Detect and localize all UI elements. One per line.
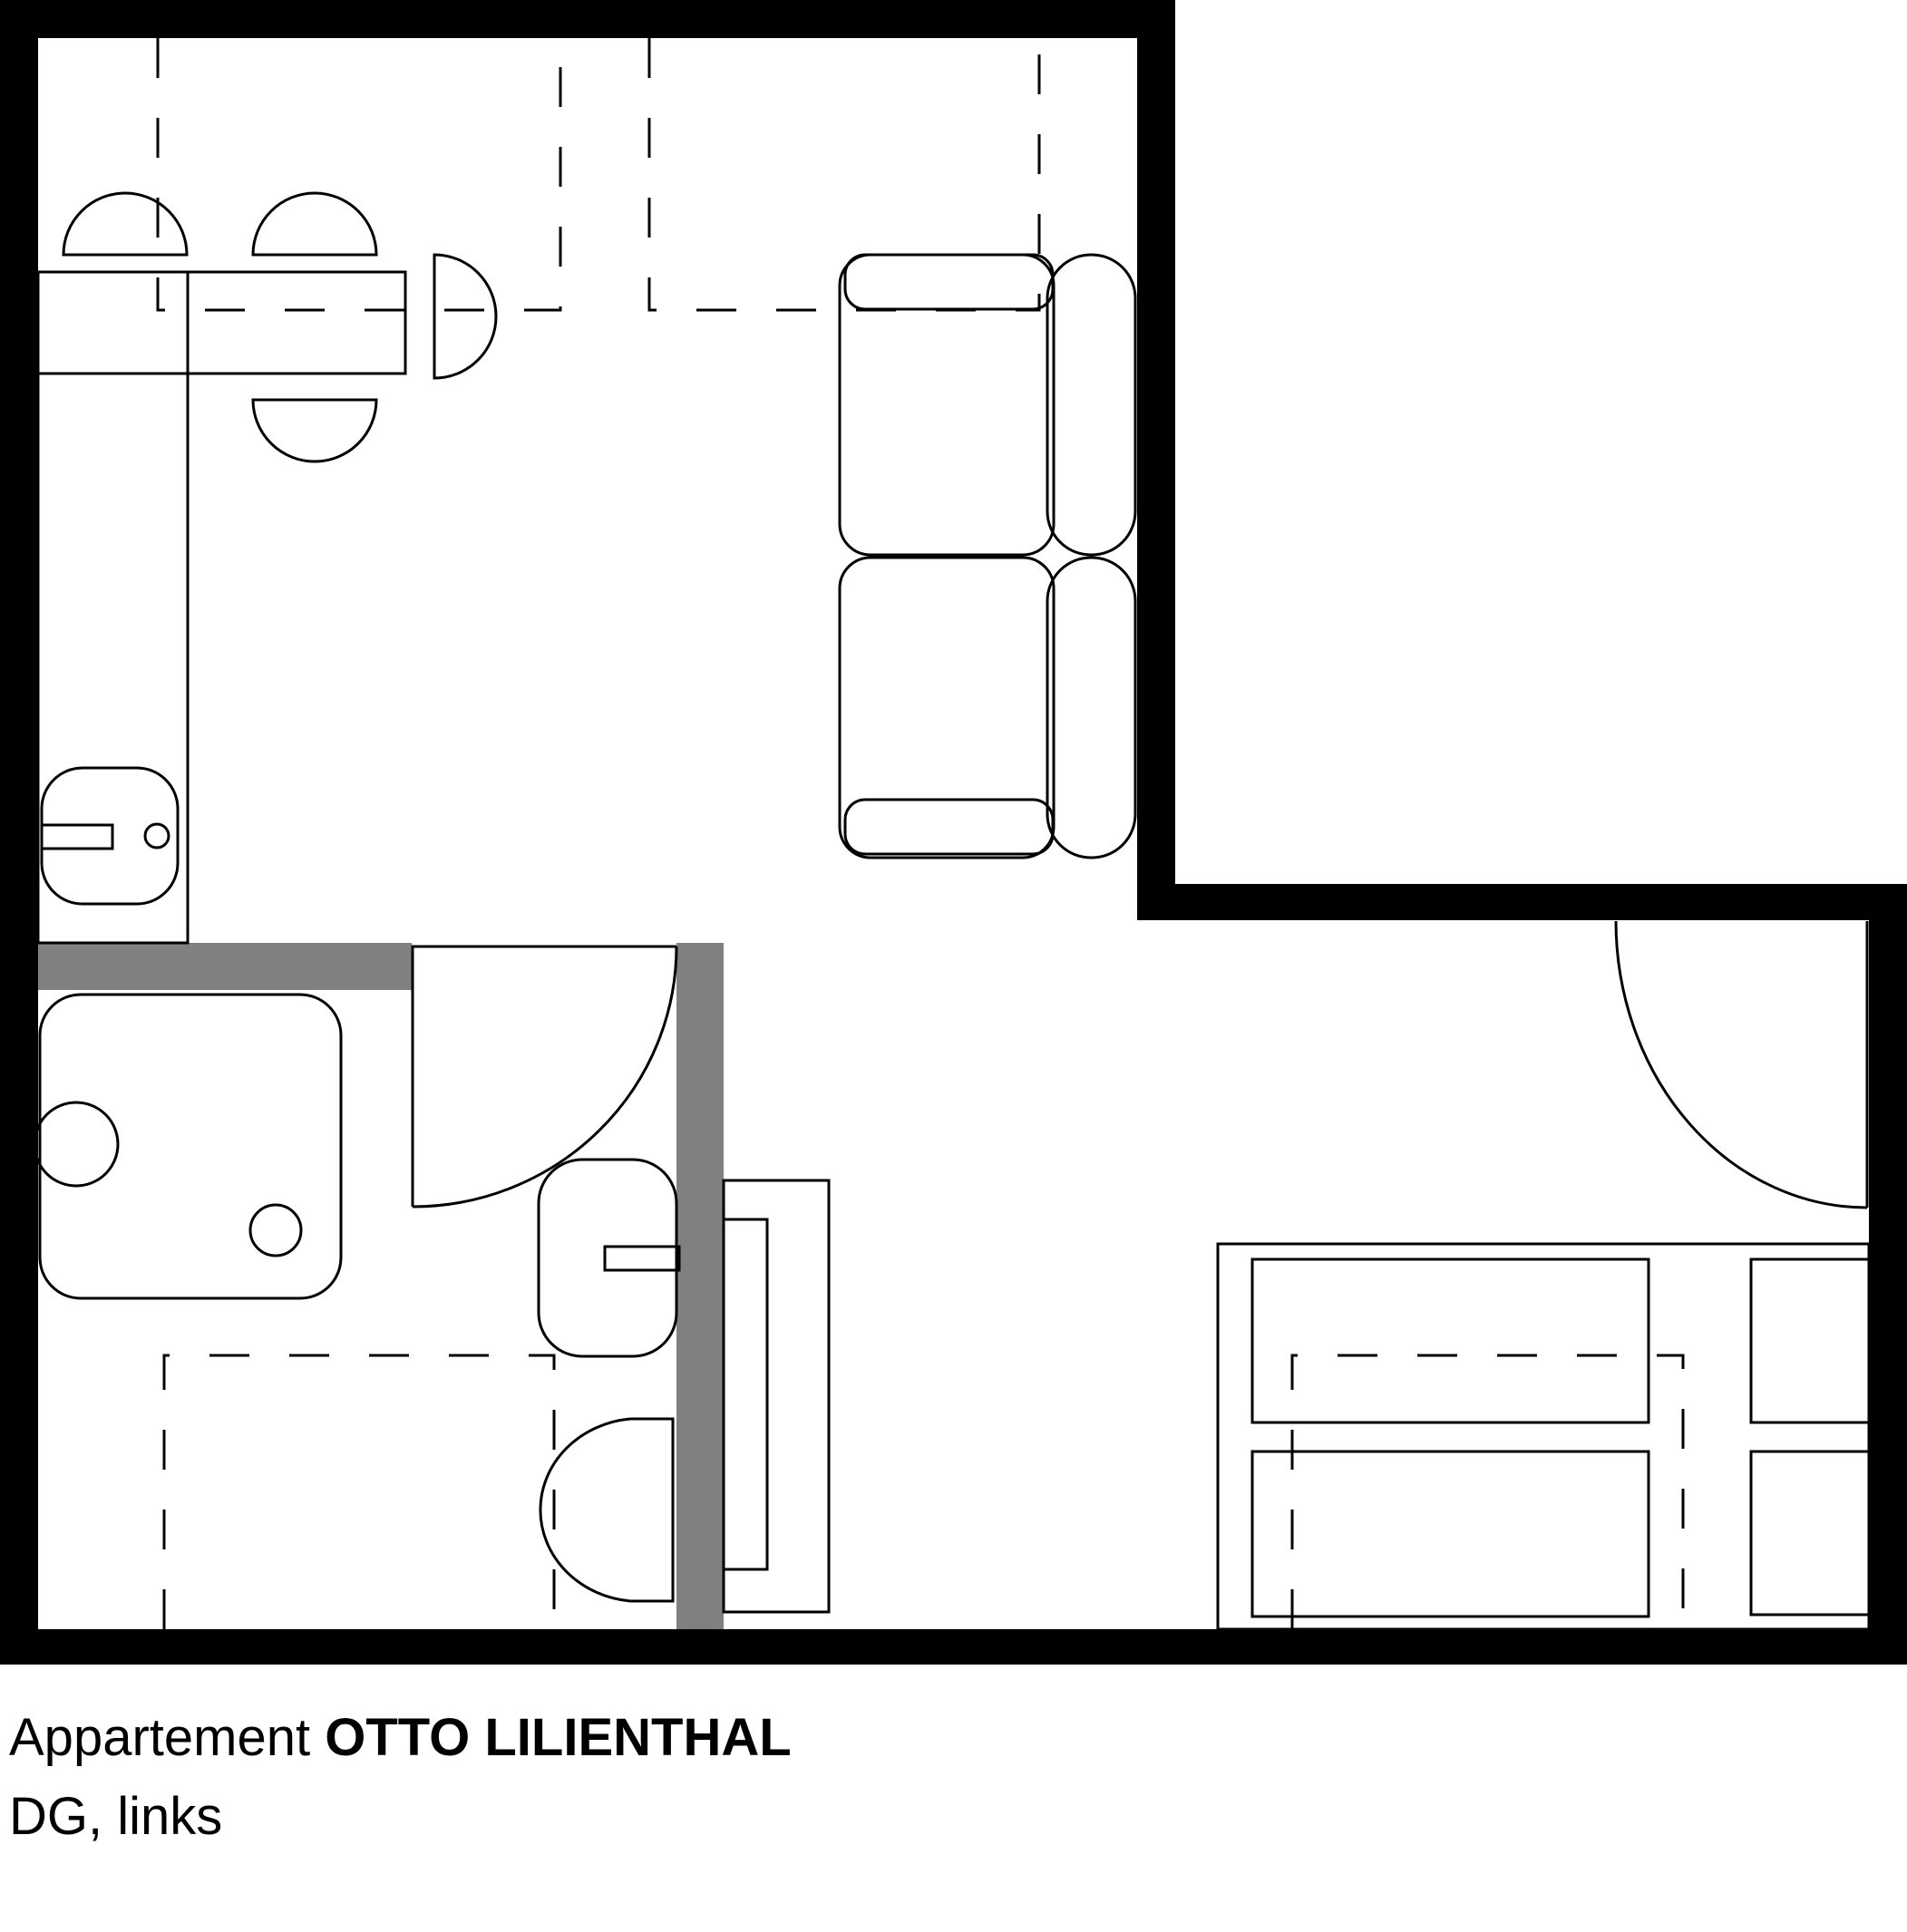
dining-table (36, 270, 407, 375)
kitchen-faucet (40, 823, 114, 850)
wardrobe-inner (722, 1218, 769, 1571)
wardrobe (722, 1179, 831, 1614)
entrance-door (1614, 920, 1869, 1209)
dining-chair (433, 253, 498, 380)
kitchen-drain (143, 822, 170, 849)
shower-drain-small (248, 1203, 303, 1257)
bathroom-door (411, 945, 678, 1209)
dining-chair (251, 398, 378, 463)
toilet (539, 1417, 675, 1603)
bed (1216, 1242, 1871, 1631)
shower-tray (38, 993, 343, 1300)
dashed-outlines (156, 38, 1685, 1629)
floor-plan (0, 0, 1907, 1665)
sofa (838, 253, 1137, 859)
apartment-title: Appartement OTTO LILIENTHAL (9, 1712, 792, 1764)
dining-chair (62, 191, 189, 257)
dining-chair (251, 191, 378, 257)
apartment-name: OTTO LILIENTHAL (325, 1708, 792, 1767)
apartment-prefix: Appartement (9, 1708, 311, 1767)
kitchen-sink (40, 766, 180, 906)
bathroom-wall-right (676, 943, 724, 1629)
apartment-floor: DG, links (9, 1787, 223, 1846)
exterior-wall (0, 0, 1907, 1665)
bathroom-wall-top (38, 943, 412, 990)
washbasin-faucet (603, 1245, 681, 1272)
shower-drain (33, 1101, 120, 1188)
bathroom-washbasin (537, 1158, 678, 1358)
